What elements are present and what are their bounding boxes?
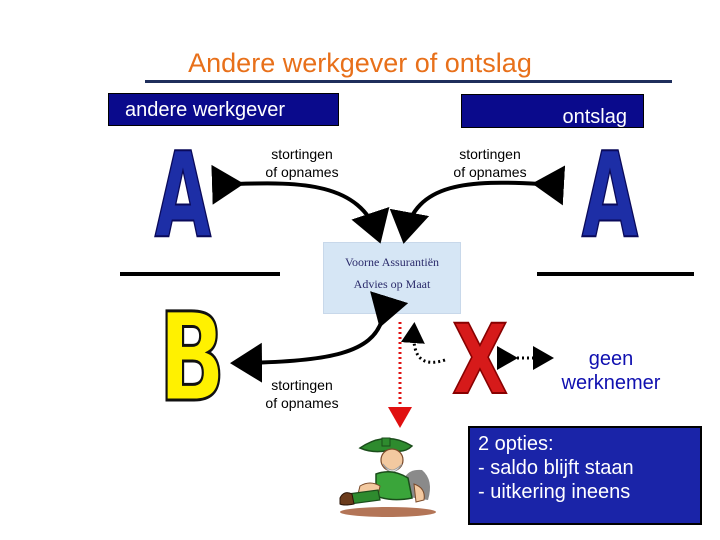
arrow-top-right xyxy=(405,183,540,236)
resting-person-illustration xyxy=(330,428,442,520)
arrow-bottom-left xyxy=(238,320,382,363)
arrow-dotted-x xyxy=(414,328,445,362)
arrow-top-left xyxy=(236,183,378,236)
